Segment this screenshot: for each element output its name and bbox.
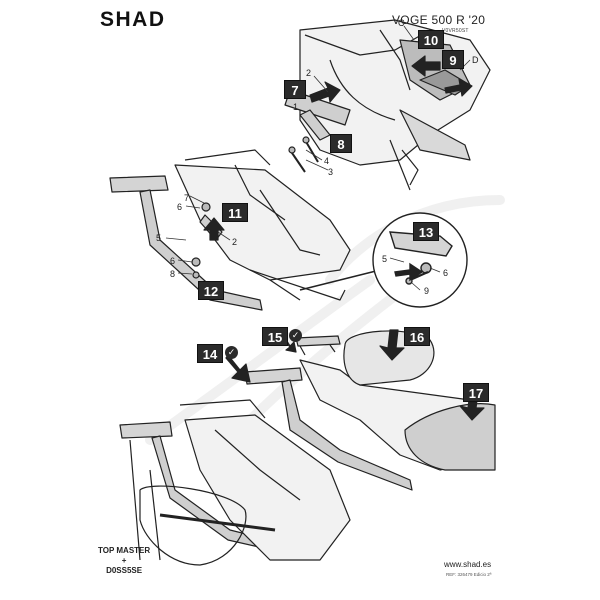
check-icon-step-14: ✓: [225, 346, 238, 359]
callout-7-middle: 7: [184, 193, 190, 203]
callout-6-middle: 6: [177, 202, 183, 212]
step-14-label: 14: [197, 344, 223, 363]
callout-5-zoom: 5: [382, 254, 388, 264]
callout-1-top: 1: [293, 102, 299, 112]
step-11-label: 11: [222, 203, 248, 222]
step-8-label: 8: [330, 134, 352, 153]
callout-6-zoom: 6: [443, 268, 449, 278]
accessory-line-1: TOP MASTER: [98, 546, 151, 555]
leader-lines: [165, 25, 471, 291]
panel-middle-tail: [109, 149, 381, 311]
letter-c: C: [398, 18, 405, 28]
step-10-label: 10: [418, 30, 444, 49]
model-title: VOGE 500 R '20: [392, 13, 486, 27]
callout-8-lower: 8: [170, 269, 176, 279]
accessory-line-3: D0SS5SE: [106, 566, 143, 575]
letter-d: D: [472, 55, 479, 65]
panel-bottom-right: [225, 329, 496, 491]
step-17-label: 17: [463, 383, 489, 402]
panel-bottom-left: [119, 399, 351, 566]
callout-2-top: 2: [306, 68, 312, 78]
callout-9-zoom: 9: [424, 286, 430, 296]
accessory-line-2: +: [121, 556, 127, 565]
callout-3-top: 3: [328, 167, 334, 177]
callout-2-middle: 2: [232, 237, 238, 247]
step-9-label: 9: [442, 50, 464, 69]
callout-6-lower: 6: [170, 256, 176, 266]
step-15-label: 15: [262, 327, 288, 346]
callout-4-top: 4: [324, 156, 330, 166]
step-12-label: 12: [198, 281, 224, 300]
check-icon-step-15: ✓: [289, 329, 302, 342]
reference-text: REF: 326479 Edicio 2ª: [446, 572, 492, 577]
product-code: V0VR50ST: [442, 28, 469, 34]
brand-logo: SHAD: [100, 8, 166, 31]
step-16-label: 16: [404, 327, 430, 346]
callout-5-middle: 5: [156, 233, 162, 243]
step-13-label: 13: [413, 222, 439, 241]
website-text: www.shad.es: [444, 560, 492, 569]
accessory-label: TOP MASTER + D0SS5SE: [98, 546, 150, 576]
step-7-label: 7: [284, 80, 306, 99]
